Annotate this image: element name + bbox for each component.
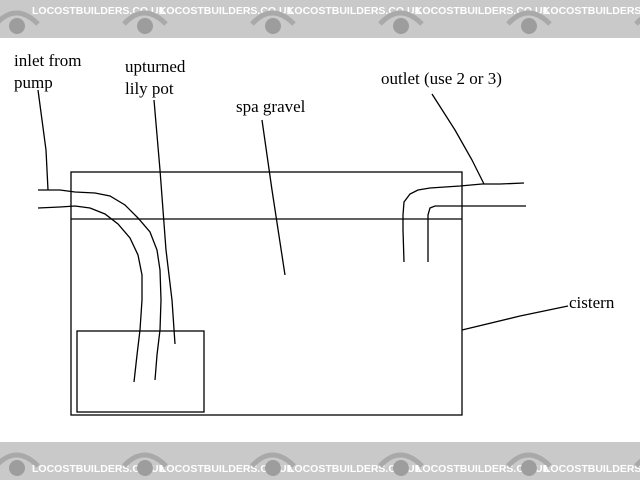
watermark-text: LOCOSTBUILDERS.CO.UK bbox=[544, 5, 640, 17]
watermark-text: LOCOSTBUILDERS.CO.UK bbox=[544, 463, 640, 475]
diagram-svg bbox=[37, 89, 569, 416]
gravel-leader-line bbox=[261, 119, 286, 276]
watermark-text: LOCOSTBUILDERS.CO.UK bbox=[160, 463, 295, 475]
watermark-text: LOCOSTBUILDERS.CO.UK bbox=[32, 463, 167, 475]
diagram-canvas: inlet from pump upturned lily pot spa gr… bbox=[0, 38, 640, 442]
watermark-text: LOCOSTBUILDERS.CO.UK bbox=[416, 463, 551, 475]
gravel-label: spa gravel bbox=[236, 97, 306, 116]
watermark-logo-icon bbox=[122, 452, 168, 476]
watermark-logo-icon bbox=[0, 10, 40, 34]
outlet-label: outlet (use 2 or 3) bbox=[381, 69, 502, 88]
lily-pot-leader-line bbox=[153, 99, 176, 345]
watermark-strip-bottom: LOCOSTBUILDERS.CO.UKLOCOSTBUILDERS.CO.UK… bbox=[0, 452, 640, 476]
lily-pot-label: upturned lily pot bbox=[125, 57, 186, 98]
watermark-logo-icon bbox=[506, 452, 552, 476]
lily-pot-box bbox=[76, 330, 205, 413]
cistern-box bbox=[70, 171, 463, 416]
watermark-logo-icon bbox=[0, 452, 40, 476]
inlet-label: inlet from pump bbox=[14, 51, 82, 92]
watermark-logo-icon bbox=[250, 452, 296, 476]
outlet-leader-line bbox=[431, 93, 485, 185]
cistern-leader-line bbox=[461, 305, 569, 331]
outlet-pipe bbox=[402, 182, 526, 263]
watermark-logo-icon bbox=[122, 10, 168, 34]
watermark-logo-icon bbox=[378, 452, 424, 476]
watermark-logo-icon bbox=[378, 10, 424, 34]
watermark-logo-icon bbox=[634, 458, 640, 468]
inlet-pipe bbox=[37, 189, 162, 383]
watermark-strip-top: LOCOSTBUILDERS.CO.UKLOCOSTBUILDERS.CO.UK… bbox=[0, 5, 640, 34]
watermark-logo-icon bbox=[634, 16, 640, 26]
inlet-leader-line bbox=[37, 89, 49, 191]
watermark-text: LOCOSTBUILDERS.CO.UK bbox=[288, 463, 423, 475]
cistern-label: cistern bbox=[569, 293, 615, 312]
watermark-logo-icon bbox=[250, 10, 296, 34]
watermark-logo-icon bbox=[506, 10, 552, 34]
